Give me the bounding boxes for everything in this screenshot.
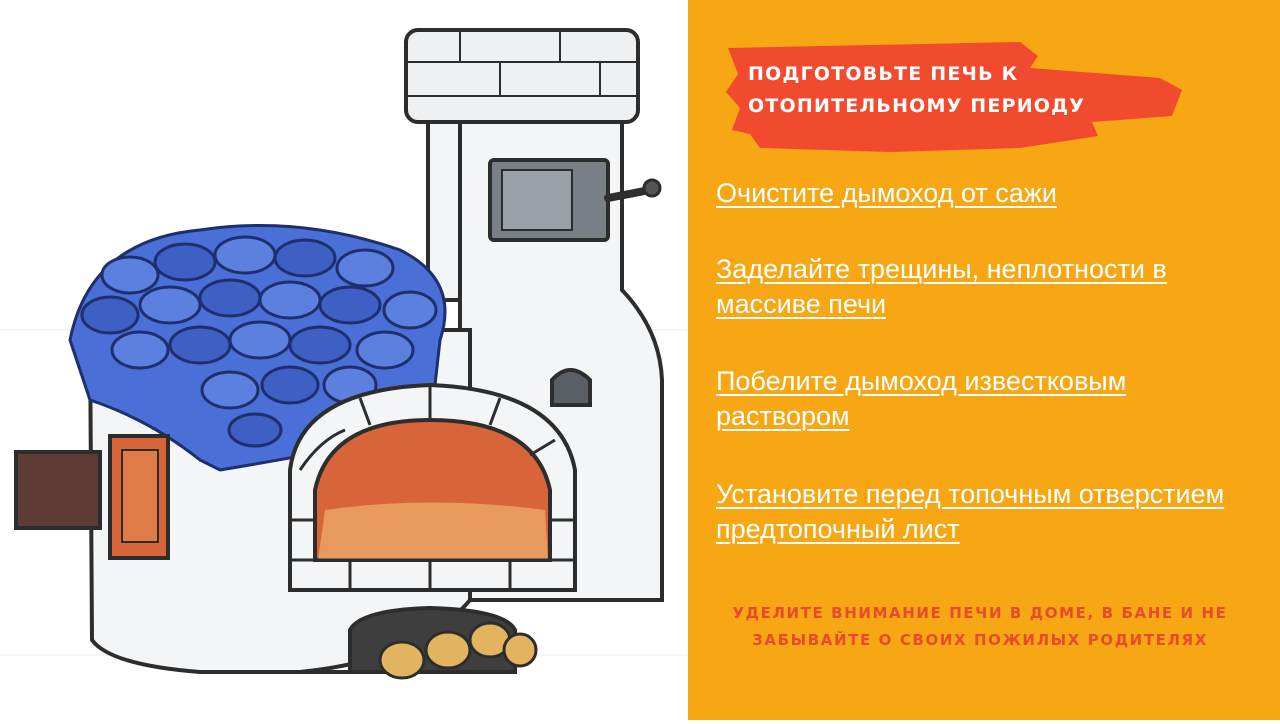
banner-title: ПОДГОТОВЬТЕ ПЕЧЬ К ОТОПИТЕЛЬНОМУ ПЕРИОДУ — [748, 63, 1086, 117]
stove-illustration — [0, 28, 688, 680]
title-banner: ПОДГОТОВЬТЕ ПЕЧЬ К ОТОПИТЕЛЬНОМУ ПЕРИОДУ — [720, 38, 1190, 166]
firewood-logs — [378, 621, 538, 680]
side-door — [14, 450, 102, 530]
chimney-cap — [404, 28, 640, 124]
tip-clean-chimney[interactable]: Очистите дымоход от сажи — [716, 178, 1057, 208]
footer-note: УДЕЛИТЕ ВНИМАНИЕ ПЕЧИ В ДОМЕ, В БАНЕ И Н… — [732, 604, 1228, 649]
brush-stroke-icon — [726, 42, 1182, 152]
tip-install-sheet[interactable]: Установите перед топочным отверстием пре… — [716, 479, 1225, 544]
tip-seal-cracks[interactable]: Заделайте трещины, неплотности в массиве… — [716, 254, 1167, 319]
russian-stove-icon — [0, 28, 688, 680]
tip-whitewash-chimney[interactable]: Побелите дымоход известковым раствором — [716, 366, 1127, 431]
stove-niche — [550, 368, 592, 407]
